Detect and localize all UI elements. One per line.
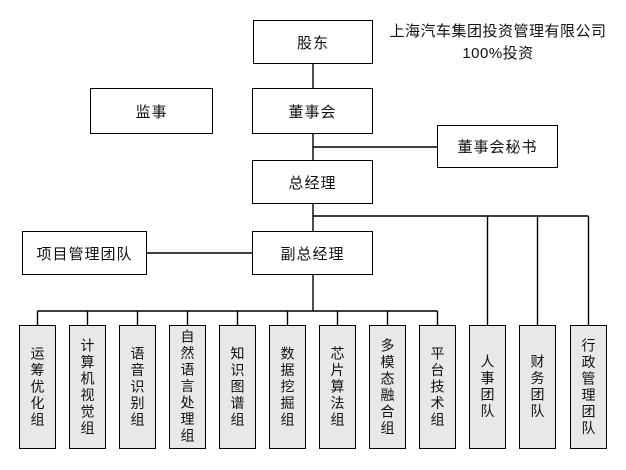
- group-label: 运筹优化组: [29, 345, 46, 429]
- group-label: 知识图谱组: [229, 345, 246, 429]
- org-node-group-computer-vision: 计算机视觉组: [69, 325, 106, 449]
- node-label: 股东: [296, 34, 329, 52]
- group-label: 多模态融合组: [379, 337, 396, 437]
- group-label: 芯片算法组: [329, 345, 346, 429]
- group-label: 自然语言处理组: [179, 329, 196, 445]
- org-node-board: 董事会: [252, 88, 373, 134]
- org-node-group-platform-technology: 平台技术组: [419, 325, 456, 449]
- group-label: 语音识别组: [129, 345, 146, 429]
- org-node-shareholder: 股东: [253, 20, 373, 64]
- node-label: 董事会秘书: [457, 139, 538, 156]
- group-label: 行政管理团队: [580, 337, 597, 437]
- org-node-deputy-general-manager: 副总经理: [252, 231, 373, 275]
- org-node-supervisor: 监事: [90, 88, 213, 134]
- group-label: 人事团队: [479, 354, 496, 420]
- org-node-board-secretary: 董事会秘书: [437, 125, 558, 168]
- node-label: 监事: [135, 103, 168, 121]
- group-label: 平台技术组: [429, 345, 446, 429]
- investor-note-line1: 上海汽车集团投资管理有限公司: [389, 23, 607, 40]
- group-label: 财务团队: [529, 354, 546, 420]
- node-label: 董事会: [288, 103, 337, 121]
- org-node-team-hr: 人事团队: [469, 325, 506, 449]
- group-label: 计算机视觉组: [79, 337, 96, 437]
- org-node-group-chip-algorithm: 芯片算法组: [319, 325, 356, 449]
- org-node-group-multimodal-fusion: 多模态融合组: [369, 325, 406, 449]
- org-node-group-operations-optimization: 运筹优化组: [19, 325, 56, 449]
- node-label: 项目管理团队: [36, 245, 133, 263]
- org-node-project-management-team: 项目管理团队: [22, 231, 147, 275]
- org-node-group-data-mining: 数据挖掘组: [269, 325, 306, 449]
- org-node-group-knowledge-graph: 知识图谱组: [219, 325, 256, 449]
- node-label: 总经理: [288, 174, 337, 192]
- org-node-general-manager: 总经理: [252, 160, 373, 204]
- investor-note-line2: 100%投资: [462, 45, 534, 62]
- org-node-group-speech-recognition: 语音识别组: [119, 325, 156, 449]
- org-node-team-finance: 财务团队: [519, 325, 556, 449]
- node-label: 副总经理: [280, 245, 345, 263]
- investor-note: 上海汽车集团投资管理有限公司 100%投资: [384, 21, 612, 65]
- group-label: 数据挖掘组: [279, 345, 296, 429]
- org-node-team-admin-management: 行政管理团队: [570, 325, 607, 449]
- org-node-group-nlp: 自然语言处理组: [169, 325, 206, 449]
